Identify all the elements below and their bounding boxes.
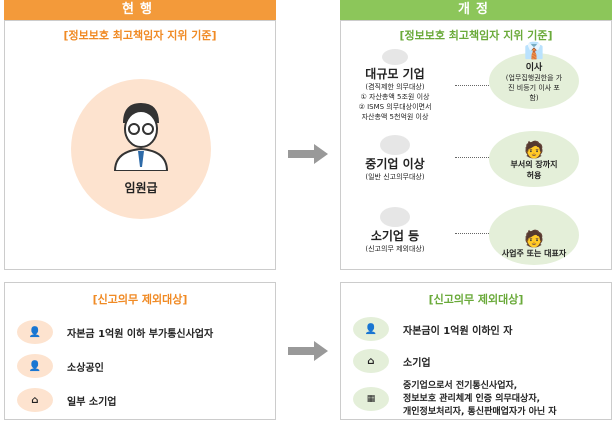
arrow-right-icon — [288, 144, 328, 164]
connector — [455, 233, 495, 234]
revised-title: [정보보호 최고책임자 지위 기준] — [399, 29, 553, 42]
exempt-item: 👤 자본금 1억원 이하 부가통신사업자 — [17, 315, 275, 349]
executive-avatar-icon — [113, 103, 169, 171]
level-sub: (일반 신고의무대상) — [365, 173, 425, 181]
level-small: 소기업 등 (신고의무 제외대상) — [347, 207, 443, 254]
role-label: 임원급 — [124, 181, 158, 195]
level-note: 자산총액 5천억원 이상 — [361, 113, 429, 121]
role-sub: (업무집행권한을 가진 비등기 이사 포함) — [505, 74, 563, 102]
building-icon — [382, 49, 408, 65]
role-name: 부서의 장까지 허용 — [510, 160, 558, 180]
role-circle: 🧑 부서의 장까지 허용 — [489, 131, 579, 187]
person-icon: 👤 — [353, 317, 389, 341]
role-name: 사업주 또는 대표자 — [501, 249, 567, 258]
exempt-text: 자본금 1억원 이하 부가통신사업자 — [67, 328, 214, 340]
executive-circle: 임원급 — [71, 79, 211, 219]
level-note: ② ISMS 의무대상이면서 — [358, 103, 432, 111]
exempt-text: 일부 소기업 — [67, 396, 117, 408]
current-title: [정보보호 최고책임자 지위 기준] — [63, 29, 217, 42]
house-icon: ⌂ — [353, 349, 389, 373]
revised-exempt-title: [신고의무 제외대상] — [428, 293, 524, 306]
exempt-text: 정보보호 관리체계 인증 의무대상자, — [403, 393, 541, 404]
revised-header: 개정 — [340, 0, 612, 20]
exempt-item: ⌂ 일부 소기업 — [17, 383, 275, 417]
exempt-item: 👤 소상공인 — [17, 349, 275, 383]
level-note: ① 자산총액 5조원 이상 — [360, 93, 430, 101]
director-avatar-icon: 👔 — [524, 41, 544, 60]
revised-exempt-panel: [신고의무 제외대상] 👤 자본금이 1억원 이하인 자 ⌂ 소기업 ▦ 중기업으로… — [340, 282, 612, 420]
owner-avatar-icon: 🧑 — [524, 229, 544, 248]
level-name: 소기업 등 — [370, 229, 420, 243]
manager-avatar-icon: 🧑 — [524, 140, 544, 159]
exempt-item: ▦ 중기업으로서 전기통신사업자, 정보보호 관리체계 인증 의무대상자, 개인정보… — [353, 377, 611, 421]
revised-criteria-panel: [정보보호 최고책임자 지위 기준] 대규모 기업 (겸직제한 의무대상) ① … — [340, 20, 612, 270]
level-large: 대규모 기업 (겸직제한 의무대상) ① 자산총액 5조원 이상 ② ISMS … — [347, 49, 443, 122]
current-exempt-panel: [신고의무 제외대상] 👤 자본금 1억원 이하 부가통신사업자 👤 소상공인 ⌂ 일… — [4, 282, 276, 420]
building-icon: ▦ — [353, 387, 389, 411]
level-name: 대규모 기업 — [365, 67, 425, 81]
level-medium: 중기업 이상 (일반 신고의무대상) — [347, 135, 443, 182]
role-circle: 👔 이사 (업무집행권한을 가진 비등기 이사 포함) — [489, 41, 579, 109]
arrow-right-icon — [288, 341, 328, 361]
exempt-text: 소상공인 — [67, 362, 104, 374]
level-sub: (겸직제한 의무대상) — [365, 83, 425, 91]
current-exempt-title: [신고의무 제외대상] — [92, 293, 188, 306]
current-criteria-panel: [정보보호 최고책임자 지위 기준] 임원급 — [4, 20, 276, 270]
building-icon — [380, 135, 410, 155]
role-circle: 🧑 사업주 또는 대표자 — [489, 205, 579, 265]
house-icon — [380, 207, 410, 227]
merchant-icon: 👤 — [17, 354, 53, 378]
exempt-item: 👤 자본금이 1억원 이하인 자 — [353, 313, 611, 345]
connector — [455, 85, 495, 86]
exempt-text: 자본금이 1억원 이하인 자 — [403, 325, 513, 337]
exempt-item: ⌂ 소기업 — [353, 345, 611, 377]
house-icon: ⌂ — [17, 388, 53, 412]
current-header: 현행 — [4, 0, 276, 20]
exempt-text: 중기업으로서 전기통신사업자, — [403, 380, 518, 391]
connector — [455, 157, 495, 158]
level-name: 중기업 이상 — [365, 157, 425, 171]
role-name: 이사 — [525, 63, 543, 73]
level-sub: (신고의무 제외대상) — [365, 245, 425, 253]
exempt-text: 소기업 — [403, 357, 431, 369]
person-icon: 👤 — [17, 320, 53, 344]
exempt-text: 개인정보처리자, 통신판매업자가 아닌 자 — [403, 406, 557, 417]
